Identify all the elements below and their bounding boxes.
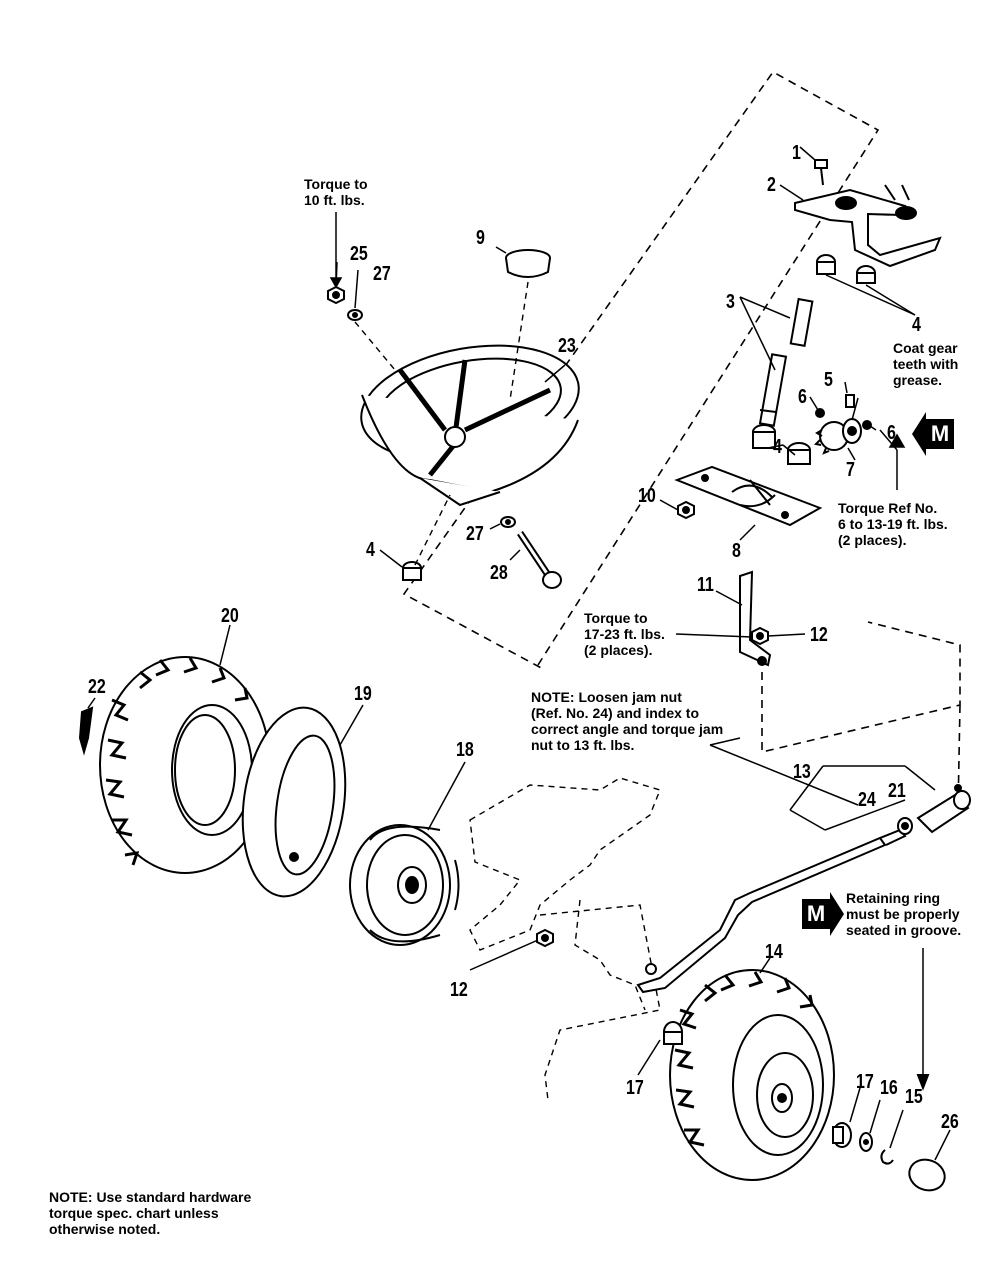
rod-end-part-21 [916,784,971,834]
m-marker-lower-arrow [830,892,844,936]
bolt-part-28 [517,531,562,589]
callout-leaders [87,146,951,1161]
nut-part-25 [327,285,345,305]
callout-19: 19 [354,683,372,705]
note-torque-17-23: Torque to 17-23 ft. lbs. (2 places). [584,610,665,658]
callout-7: 7 [846,459,855,481]
valve-part-22 [78,706,94,756]
assembly-outline-dashed [402,70,880,671]
callout-20: 20 [221,605,239,627]
tire-part-14 [669,969,835,1181]
callout-26: 26 [941,1111,959,1133]
shaft-part-3 [758,297,814,427]
callout-4-wheel: 4 [366,539,375,561]
gear-part-7 [813,418,862,455]
note-torque-ref6: Torque Ref No. 6 to 13-19 ft. lbs. (2 pl… [838,500,948,548]
m-marker-lower: M [802,899,830,929]
plate-part-8 [674,465,823,527]
callout-4-mid: 4 [773,436,782,458]
dashed-link-outline [761,621,961,811]
steering-wheel-part-23 [360,344,580,507]
front-axle-dashed [469,777,661,1101]
tire-part-20 [99,656,271,874]
nut-part-6 [815,408,872,430]
cap-part-9 [505,249,551,278]
callout-21: 21 [888,780,906,802]
note-coat-gear: Coat gear teeth with grease. [893,340,959,388]
bracket-part-2 [794,184,942,268]
washer-part-16 [859,1132,873,1152]
bushing-part-17-right [832,1122,852,1148]
callout-22: 22 [88,676,106,698]
nut-part-12-lower [536,928,554,948]
jam-nut-part-24 [897,817,913,835]
callout-24: 24 [858,789,876,811]
cap-part-26 [908,1158,946,1192]
callout-17-right: 17 [856,1071,874,1093]
key-part-5 [845,394,855,408]
callout-27-lower: 27 [466,523,484,545]
note-torque-wheel: Torque to 10 ft. lbs. [304,176,368,208]
arm-part-11 [739,570,772,667]
note-retaining-ring: Retaining ring must be properly seated i… [846,890,962,938]
callout-15: 15 [905,1086,923,1108]
note-jam-nut: NOTE: Loosen jam nut (Ref. No. 24) and i… [531,689,724,753]
callout-14: 14 [765,941,783,963]
callout-1: 1 [792,142,801,164]
bushings-part-4-upper [816,254,876,284]
callout-6-left: 6 [798,386,807,408]
tube-part-19 [241,706,347,898]
callout-18: 18 [456,739,474,761]
callout-10: 10 [638,485,656,507]
note-standard-hardware: NOTE: Use standard hardware torque spec.… [49,1189,252,1237]
bolt-part-1 [814,159,828,186]
washer-part-27-upper [347,309,363,321]
callout-23: 23 [558,335,576,357]
callout-28: 28 [490,562,508,584]
callout-3: 3 [726,291,735,313]
callout-17-left: 17 [626,1077,644,1099]
m-marker-upper-arrow [912,412,926,456]
callout-6-right: 6 [887,422,896,444]
callout-13: 13 [793,761,811,783]
nut-part-10 [677,500,695,520]
callout-9: 9 [476,227,485,249]
ring-part-15 [880,1149,894,1165]
callout-12-lower: 12 [450,979,468,1001]
callout-4-upper: 4 [912,314,921,336]
m-marker-upper: M [926,419,954,449]
bushing-part-4-wheel [402,561,422,581]
bushing-part-17-left [663,1021,683,1045]
callout-16: 16 [880,1077,898,1099]
callout-2: 2 [767,174,776,196]
callout-5: 5 [824,369,833,391]
callout-11: 11 [697,574,714,596]
washer-part-27-lower [500,516,516,528]
callout-12-upper: 12 [810,624,828,646]
callout-26-placeholder: 27 [373,263,391,285]
rim-part-18 [349,824,460,946]
leader-lines [675,633,936,831]
callout-25: 25 [350,243,368,265]
callout-8: 8 [732,540,741,562]
